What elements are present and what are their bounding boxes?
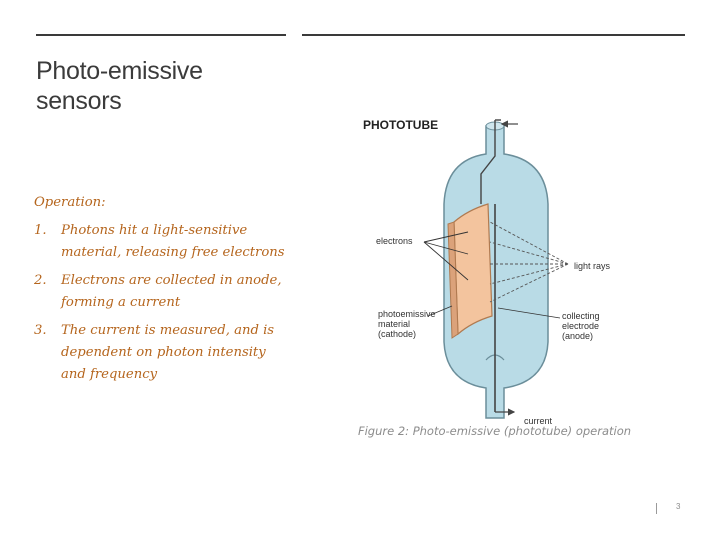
step-item: 1. Photons hit a light-sensitive materia… [34, 220, 334, 264]
step-number: 1. [34, 223, 47, 238]
header-rule-left [36, 34, 286, 36]
label-collecting: collecting [562, 311, 600, 321]
phototube-figure: PHOTOTUBE electrons light ray [356, 112, 646, 430]
step-text-line: The current is measured, and is [61, 323, 275, 338]
operation-section: Operation: 1. Photons hit a light-sensit… [34, 192, 334, 392]
light-rays [489, 221, 569, 303]
label-collecting: (anode) [562, 331, 593, 341]
step-text-line: and frequency [61, 367, 158, 382]
step-text-line: Photons hit a light-sensitive [61, 223, 248, 238]
anode-pointer [497, 307, 561, 319]
page-number: 3 [676, 502, 681, 511]
cathode-pointer [427, 305, 453, 317]
operation-steps: 1. Photons hit a light-sensitive materia… [34, 220, 334, 386]
label-photoemissive: (cathode) [378, 329, 416, 339]
label-photoemissive: photoemissive [378, 309, 436, 319]
cathode-edge [447, 221, 459, 339]
label-collecting: electrode [562, 321, 599, 331]
title-line-1: Photo-emissive [36, 57, 203, 85]
step-text-line: forming a current [61, 295, 181, 310]
phototube-title: PHOTOTUBE [363, 118, 438, 132]
step-text-line: material, releasing free electrons [61, 245, 285, 260]
label-photoemissive: material [378, 319, 410, 329]
footer-divider [656, 503, 657, 514]
step-text-line: Electrons are collected in anode, [61, 273, 282, 288]
top-wire [480, 120, 496, 204]
electron-paths [423, 231, 469, 281]
label-current: current [524, 416, 553, 426]
glass-tube [443, 125, 549, 419]
label-electrons: electrons [376, 236, 413, 246]
figure-caption: Figure 2: Photo-emissive (phototube) ope… [358, 424, 632, 438]
header-rule-right [302, 34, 685, 36]
step-number: 2. [34, 273, 47, 288]
title-line-2: sensors [36, 87, 122, 115]
step-number: 3. [34, 323, 47, 338]
cathode-plate [453, 203, 493, 336]
slide-title: Photo-emissive sensors [36, 56, 296, 116]
operation-heading: Operation: [34, 195, 106, 210]
step-item: 2. Electrons are collected in anode, for… [34, 270, 334, 314]
label-light-rays: light rays [574, 261, 611, 271]
step-text-line: dependent on photon intensity [61, 345, 266, 360]
phototube-diagram: PHOTOTUBE electrons light ray [363, 118, 611, 426]
step-item: 3. The current is measured, and is depen… [34, 320, 334, 386]
